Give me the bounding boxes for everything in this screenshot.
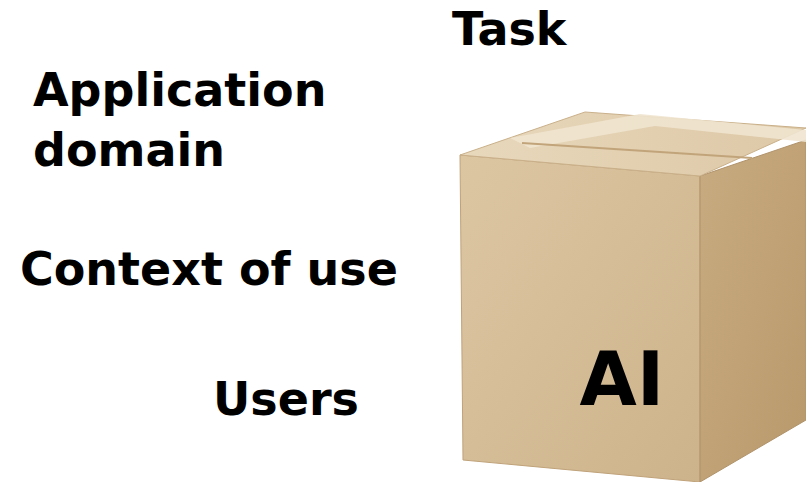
users-label: Users [213, 372, 359, 427]
ai-box: AI [460, 150, 700, 470]
task-label: Task [452, 2, 566, 57]
context-label: Context of use [20, 242, 398, 297]
box-text: AI [580, 339, 665, 420]
domain-label: Application domain [33, 60, 326, 180]
